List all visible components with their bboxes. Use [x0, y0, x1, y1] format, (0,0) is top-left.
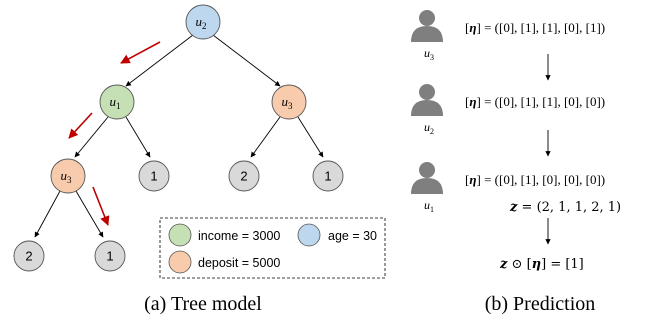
leaf-node-label: 2	[240, 169, 247, 184]
step-eta-equation: [η] = ([0], [1], [1], [0], [0])	[465, 94, 605, 109]
eta-symbol: η	[469, 94, 476, 109]
eta-vector: ([0], [1], [1], [0], [1])	[495, 20, 605, 35]
path-arrow-1	[120, 41, 161, 64]
user-icon	[411, 84, 443, 116]
tree-node-leaf-c: 1	[312, 160, 344, 192]
legend-swatch-deposit	[168, 250, 192, 274]
eta-symbol: η	[469, 20, 476, 35]
path-arrow-2	[68, 112, 93, 139]
leaf-node-circle	[138, 160, 170, 192]
tree-node-leaf-a: 1	[138, 160, 170, 192]
step-user-label: u2	[424, 120, 434, 136]
user-subscript: 3	[288, 101, 293, 111]
tree-edges	[34, 34, 324, 238]
z-definition: z = (2, 1, 1, 2, 1)	[509, 200, 621, 215]
caption-prediction: (b) Prediction	[485, 293, 596, 315]
tree-node-root: u2	[185, 4, 221, 40]
prediction-step: u2 [η] = ([0], [1], [1], [0], [0])	[411, 84, 605, 136]
step-user-label: u1	[424, 198, 434, 214]
tree-node-leaf-d: 2	[13, 240, 45, 272]
edge-left2-to-leaf-d	[34, 190, 61, 238]
eta-vector: ([0], [1], [0], [0], [0])	[495, 172, 605, 187]
odot-symbol: ⊙	[512, 257, 523, 272]
legend-label-deposit: deposit = 5000	[198, 256, 280, 270]
eta-vector: ([0], [1], [1], [0], [0])	[495, 94, 605, 109]
leaf-node-circle	[228, 160, 260, 192]
user-icon	[411, 10, 443, 42]
user-var: u	[196, 14, 203, 29]
decision-path-arrows	[68, 41, 161, 226]
tree-node-l2-left: u3	[50, 158, 86, 194]
legend-box	[159, 217, 386, 279]
tree-node-l1-right: u3	[271, 84, 307, 120]
user-var: u	[110, 94, 117, 109]
step-eta-equation: [η] = ([0], [1], [0], [0], [0])	[465, 172, 605, 187]
eta-symbol: η	[469, 172, 476, 187]
edge-right-to-leaf-c	[297, 116, 324, 158]
user-node-circle	[50, 158, 86, 194]
edge-root-to-left	[125, 34, 194, 87]
user-subscript: 1	[116, 101, 121, 111]
leaf-node-label: 1	[150, 169, 157, 184]
edge-left-to-left2	[74, 116, 109, 158]
legend-swatch-age	[297, 223, 321, 247]
tree-node-leaf-e: 1	[94, 240, 126, 272]
legend-label-age: age = 30	[328, 229, 377, 243]
prediction-result: z ⊙ [η] = [1]	[499, 257, 584, 272]
path-arrow-3	[92, 186, 110, 226]
tree-node-l1-left: u1	[99, 84, 135, 120]
z-symbol: z	[509, 200, 518, 215]
z-value: (2, 1, 1, 2, 1)	[537, 200, 622, 215]
leaf-node-label: 2	[25, 249, 32, 264]
prediction-step: u1 [η] = ([0], [1], [0], [0], [0])	[411, 162, 605, 214]
user-node-label: u2	[196, 14, 207, 31]
user-node-label: u3	[61, 168, 73, 185]
user-node-circle	[185, 4, 221, 40]
leaf-node-circle	[312, 160, 344, 192]
step-eta-equation: [η] = ([0], [1], [1], [0], [1])	[465, 20, 605, 35]
edge-right-to-leaf-b	[250, 116, 281, 158]
user-node-label: u3	[282, 94, 294, 111]
legend-label-income: income = 3000	[198, 229, 280, 243]
result-z-symbol: z	[499, 257, 508, 272]
user-subscript: 2	[202, 21, 207, 31]
user-node-circle	[271, 84, 307, 120]
user-node-circle	[99, 84, 135, 120]
edge-root-to-right	[212, 34, 281, 87]
step-user-label: u3	[424, 46, 434, 62]
prediction-step: u3 [η] = ([0], [1], [1], [0], [1])	[411, 10, 605, 62]
edge-left-to-leaf-a	[125, 116, 151, 158]
result-value: [1]	[565, 257, 583, 272]
leaf-node-label: 1	[106, 249, 113, 264]
user-node-label: u1	[110, 94, 121, 111]
caption-tree-model: (a) Tree model	[144, 293, 262, 315]
leaf-node-circle	[13, 240, 45, 272]
prediction: u3 [η] = ([0], [1], [1], [0], [1]) u2 [η] =…	[411, 10, 621, 315]
user-var: u	[61, 168, 68, 183]
legend: income = 3000 age = 30 deposit = 5000	[159, 217, 386, 279]
user-var: u	[282, 94, 289, 109]
leaf-node-label: 1	[324, 169, 331, 184]
result-eta-symbol: η	[532, 257, 541, 272]
edge-left2-to-leaf-e	[75, 190, 104, 238]
leaf-node-circle	[94, 240, 126, 272]
tree-node-leaf-b: 2	[228, 160, 260, 192]
prediction-steps: u3 [η] = ([0], [1], [1], [0], [1]) u2 [η] =…	[411, 10, 605, 214]
user-subscript: 3	[67, 175, 72, 185]
legend-swatch-income	[168, 223, 192, 247]
user-icon	[411, 162, 443, 194]
